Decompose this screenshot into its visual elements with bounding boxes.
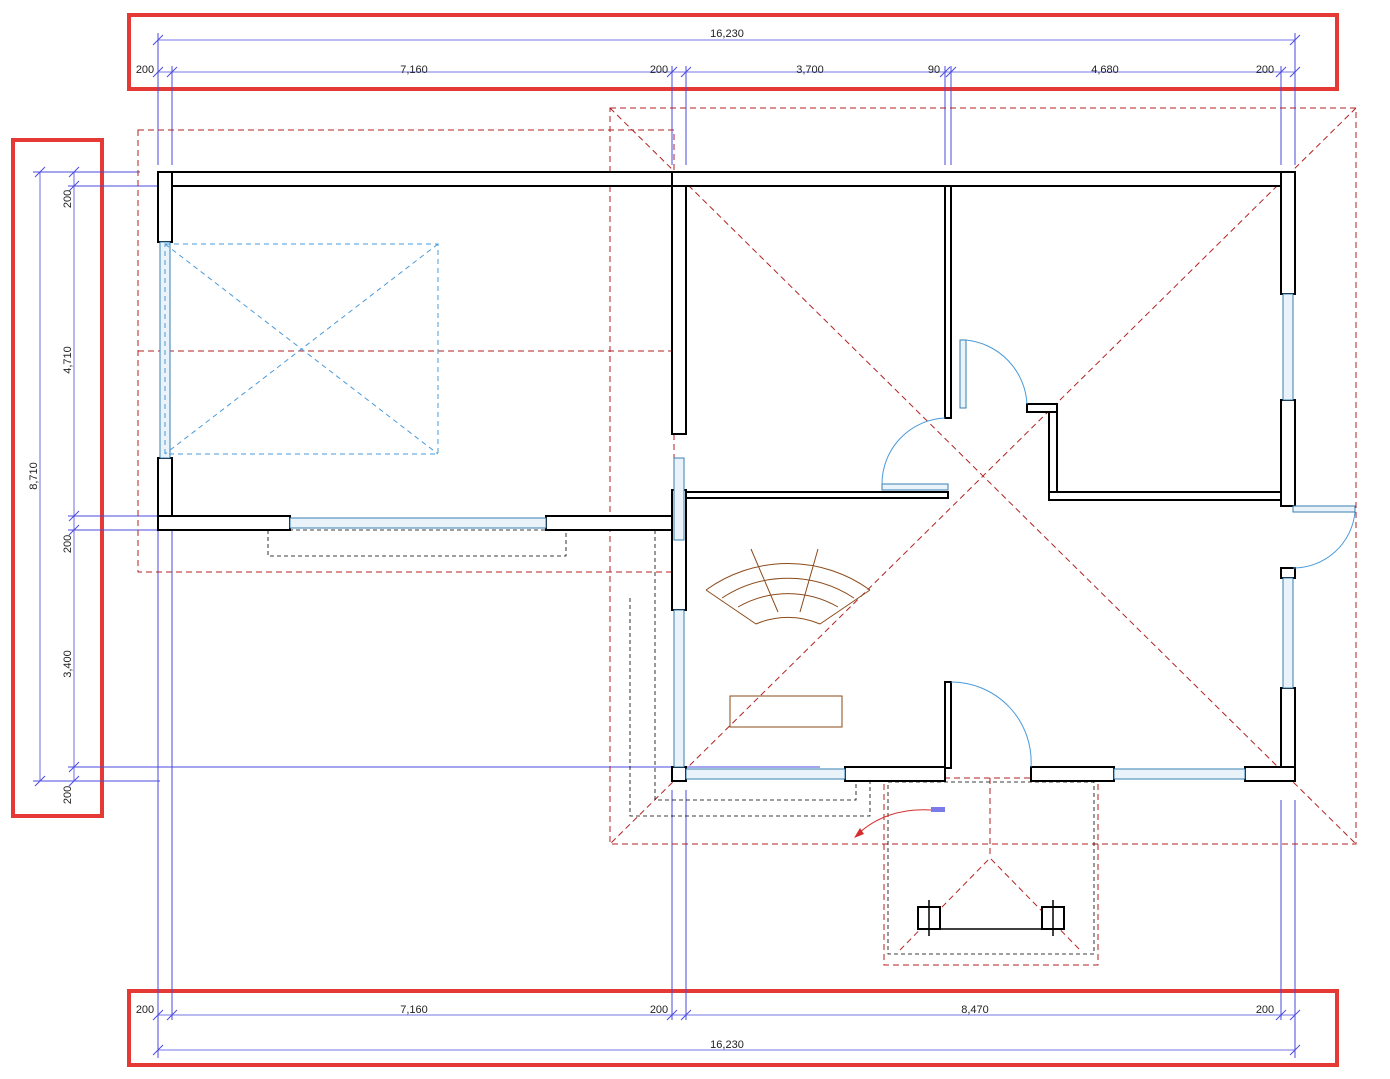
- skylight: [164, 243, 439, 455]
- top-segment-6: 4,680: [1091, 64, 1119, 76]
- terrace-outline: [267, 529, 1095, 955]
- left-segment-3: 200: [62, 535, 74, 553]
- window-bottom-mid: [685, 768, 846, 780]
- doors: [881, 339, 1356, 768]
- top-segment-3: 200: [650, 64, 668, 76]
- bottom-segment-3: 200: [650, 1004, 668, 1016]
- top-dimension-chain: 16,230 200 7,160 200 3,700 90 4,680 200: [136, 28, 1301, 165]
- window-bottom-right: [1113, 768, 1246, 780]
- entrance-arrow: [854, 807, 945, 838]
- left-dimension-chain: 8,710 200 4,710 200 3,400 200: [28, 166, 820, 804]
- bottom-segment-5: 200: [1256, 1004, 1274, 1016]
- top-segment-5: 90: [928, 64, 940, 76]
- bottom-segment-4: 8,470: [961, 1004, 989, 1016]
- window-right-top: [1282, 293, 1294, 401]
- window-left-door: [673, 457, 685, 541]
- bottom-total-label: 16,230: [710, 1039, 744, 1051]
- top-segment-7: 200: [1256, 64, 1274, 76]
- top-segment-1: 200: [136, 64, 154, 76]
- left-dimensions-highlight: [11, 138, 104, 818]
- top-segment-4: 3,700: [796, 64, 824, 76]
- roof-outline: [137, 107, 1357, 966]
- window-left-lower: [673, 609, 685, 768]
- furniture: [705, 548, 871, 728]
- porch-columns: [917, 900, 1065, 936]
- bottom-segment-1: 200: [136, 1004, 154, 1016]
- left-segment-5: 200: [62, 786, 74, 804]
- left-total-label: 8,710: [28, 462, 40, 490]
- bottom-segment-2: 7,160: [400, 1004, 428, 1016]
- left-segment-4: 3,400: [62, 650, 74, 678]
- table: [729, 695, 843, 728]
- left-segment-1: 200: [62, 190, 74, 208]
- bottom-dimension-chain: 200 7,160 200 8,470 200 16,230: [136, 530, 1301, 1058]
- left-segment-2: 4,710: [62, 346, 74, 374]
- window-bottom-left: [289, 517, 547, 529]
- walls: [157, 171, 1296, 782]
- curved-sofa: [705, 548, 871, 625]
- window-right-mid: [1282, 577, 1294, 689]
- top-dimensions-highlight: [127, 13, 1339, 91]
- top-total-label: 16,230: [710, 28, 744, 40]
- top-segment-2: 7,160: [400, 64, 428, 76]
- entrance-marker: [931, 807, 945, 812]
- windows: [159, 241, 1294, 780]
- bottom-dimensions-highlight: [127, 989, 1339, 1067]
